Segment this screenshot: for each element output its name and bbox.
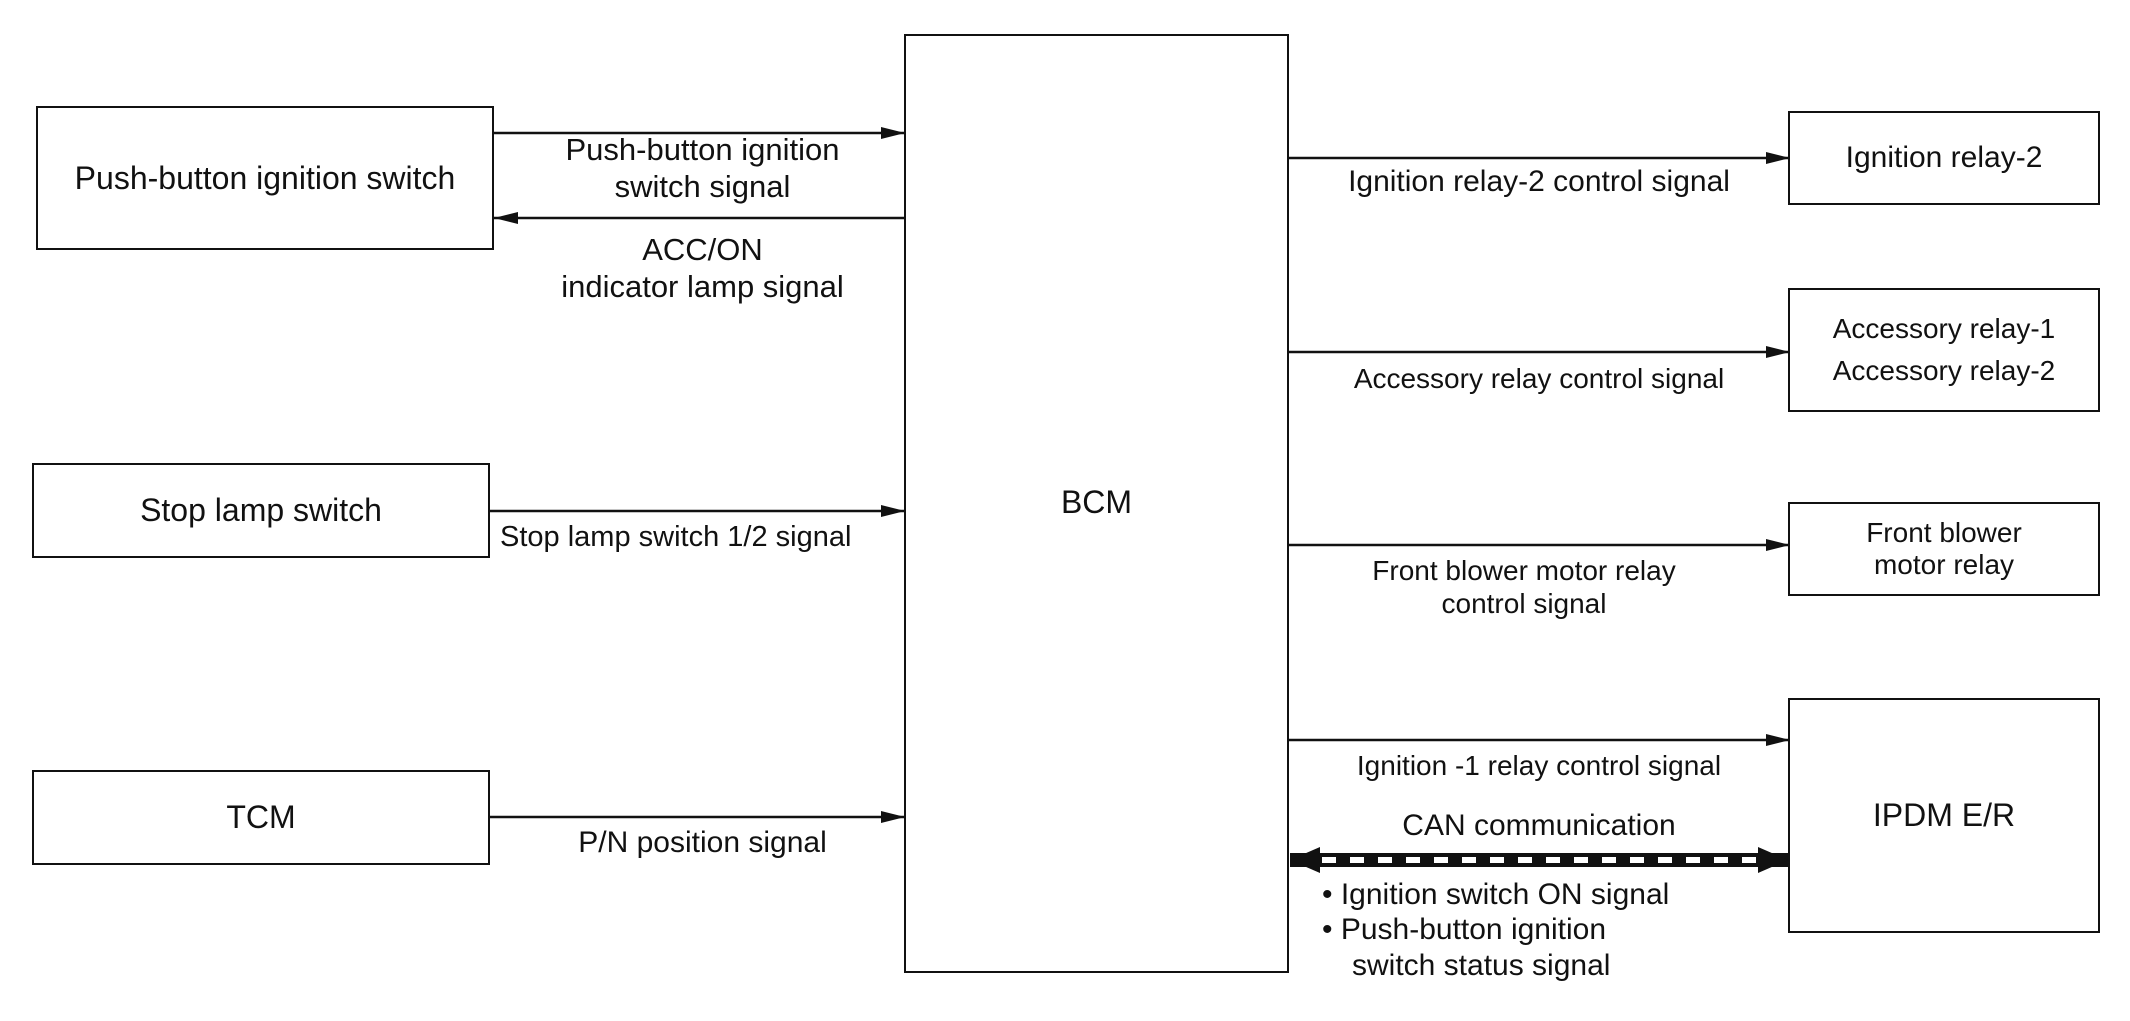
can-signal-list: • Ignition switch ON signal • Push-butto… — [1322, 877, 1669, 983]
ignition-1-relay-control-label: Ignition -1 relay control signal — [1294, 749, 1784, 782]
tcm-box: TCM — [32, 770, 490, 865]
ignition-1-relay-control-text: Ignition -1 relay control signal — [1356, 750, 1722, 781]
front-blower-control-line2: control signal — [1441, 588, 1607, 620]
acc-on-line2: indicator lamp signal — [561, 268, 844, 304]
ignition-relay-2-box: Ignition relay-2 — [1788, 111, 2100, 205]
can-item-ignition-on: • Ignition switch ON signal — [1322, 878, 1670, 911]
can-item-push-button-line2: switch status signal — [1352, 948, 1611, 982]
stop-lamp-switch-label: Stop lamp switch — [140, 492, 382, 529]
accessory-relay-2-label: Accessory relay-2 — [1832, 355, 2056, 386]
accessory-relay-control-text: Accessory relay control signal — [1353, 363, 1725, 394]
can-item-push-button-line1: • Push-button ignition — [1322, 913, 1607, 947]
push-button-ignition-switch-box: Push-button ignition switch — [36, 106, 494, 250]
front-blower-label-line2: motor relay — [1873, 549, 2015, 580]
bcm-box: BCM — [904, 34, 1289, 973]
accessory-relays-box: Accessory relay-1 Accessory relay-2 — [1788, 288, 2100, 412]
ignition-relay-2-control-label: Ignition relay-2 control signal — [1294, 164, 1784, 199]
ipdm-er-box: IPDM E/R — [1788, 698, 2100, 933]
ignition-relay-2-control-text: Ignition relay-2 control signal — [1348, 165, 1730, 198]
accessory-relay-control-label: Accessory relay control signal — [1294, 362, 1784, 395]
front-blower-label-line1: Front blower — [1866, 516, 2022, 548]
bcm-label: BCM — [1060, 484, 1133, 520]
acc-on-lamp-signal-label: ACC/ON indicator lamp signal — [500, 232, 905, 305]
stop-lamp-signal-text: Stop lamp switch 1/2 signal — [500, 521, 852, 553]
can-communication-label: CAN communication — [1294, 808, 1784, 843]
acc-on-line1: ACC/ON — [642, 232, 763, 267]
front-blower-control-line1: Front blower motor relay — [1372, 555, 1676, 586]
push-button-signal-label: Push-button ignition switch signal — [500, 132, 905, 205]
pn-position-signal-label: P/N position signal — [500, 825, 905, 860]
pn-position-signal-text: P/N position signal — [578, 826, 827, 859]
accessory-relay-1-label: Accessory relay-1 — [1832, 312, 2056, 344]
stop-lamp-signal-label: Stop lamp switch 1/2 signal — [500, 520, 851, 554]
push-button-ignition-switch-label: Push-button ignition switch — [74, 159, 456, 196]
front-blower-control-label: Front blower motor relay control signal — [1294, 554, 1754, 620]
can-communication-text: CAN communication — [1402, 809, 1676, 842]
push-button-signal-line1: Push-button ignition — [565, 132, 840, 167]
ignition-relay-2-label: Ignition relay-2 — [1845, 140, 2043, 174]
stop-lamp-switch-box: Stop lamp switch — [32, 463, 490, 558]
front-blower-motor-relay-box: Front blower motor relay — [1788, 502, 2100, 596]
ipdm-er-label: IPDM E/R — [1872, 797, 2016, 834]
tcm-label: TCM — [226, 799, 296, 836]
push-button-signal-line2: switch signal — [614, 168, 791, 204]
